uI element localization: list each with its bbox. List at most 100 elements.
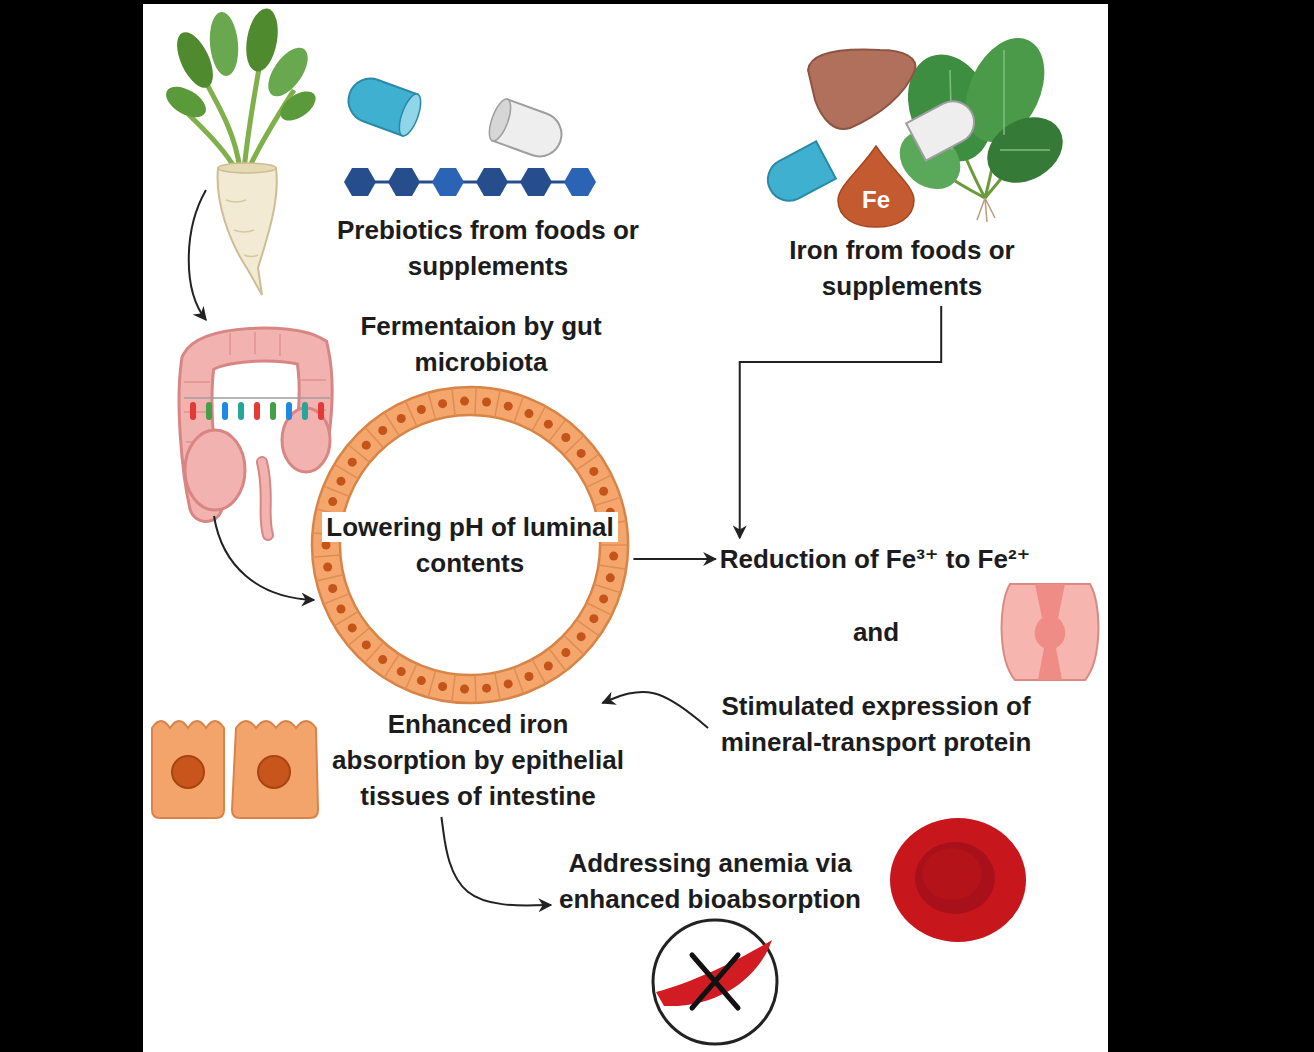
cell-nucleus: [561, 433, 570, 442]
root-vegetable: [188, 114, 236, 170]
cell-wall: [405, 664, 416, 690]
drop-shape: [836, 144, 916, 228]
cell-nucleus: [577, 449, 586, 458]
red-blood-cell: [922, 848, 982, 900]
cell-nucleus: [606, 573, 615, 582]
prebiotic-label: Prebiotics from foods or supplements: [323, 212, 653, 284]
anemia-label: Addressing anemia via enhanced bioabsorp…: [555, 845, 865, 917]
root-vegetable: [226, 200, 258, 257]
colon: [270, 402, 276, 420]
transport-protein-icon: [1002, 584, 1099, 680]
cell-nucleus: [438, 682, 447, 691]
text-wrap: Fe: [836, 182, 916, 218]
cell-wall: [594, 584, 621, 592]
cell-nucleus: [561, 648, 570, 657]
root-vegetable: [218, 163, 276, 173]
cell-wall: [475, 675, 476, 703]
root-vegetable: [161, 6, 321, 295]
text-wrap: Iron from foods or supplements: [780, 232, 1025, 304]
liver: [808, 50, 915, 130]
red-blood-cell: [890, 818, 1026, 942]
ring-lumen: [340, 415, 600, 675]
cell-wall: [323, 486, 349, 496]
colon: [222, 402, 228, 420]
cell-wall: [334, 611, 358, 625]
reduction-label: Reduction of Fe³⁺ to Fe²⁺: [720, 541, 1031, 577]
cell-wall: [312, 555, 340, 557]
cell-nucleus: [460, 397, 469, 406]
cell-nucleus: [589, 467, 598, 476]
cell-nucleus: [589, 614, 598, 623]
colon: [254, 402, 260, 420]
node-text: Iron from foods or supplements: [780, 232, 1025, 304]
colon: [185, 430, 245, 510]
cell-wall: [587, 475, 612, 487]
prebiotic-capsules: [342, 72, 567, 162]
text-wrap: Enhanced iron absorption by epithelial t…: [326, 706, 631, 814]
cell-nucleus: [544, 420, 553, 429]
connector-word: and: [853, 614, 899, 650]
cell-wall: [428, 670, 435, 697]
colon: [190, 402, 196, 420]
cell-nucleus: [397, 667, 406, 676]
cell-nucleus: [397, 414, 406, 423]
node-text: Reduction of Fe³⁺ to Fe²⁺: [720, 541, 1031, 577]
epithelial-cells: [152, 721, 318, 818]
transport-protein-icon: [1035, 584, 1066, 680]
flow-arrow: [189, 190, 206, 320]
text-wrap: Prebiotics from foods or supplements: [323, 212, 653, 284]
oligosaccharide-chain: [476, 168, 508, 196]
cell-wall: [452, 674, 455, 702]
cell-wall: [323, 594, 349, 604]
cell-nucleus: [504, 679, 513, 688]
text-wrap: Stimulated expression of mineral-transpo…: [711, 688, 1041, 760]
cell-nucleus: [417, 405, 426, 414]
spinach: [977, 198, 995, 222]
cell-nucleus: [378, 426, 387, 435]
iron-drop: Fe: [836, 144, 916, 228]
cell-wall: [514, 667, 523, 693]
oligosaccharide-chain: [344, 168, 596, 196]
cell-ring: [310, 385, 630, 705]
colon: [206, 402, 212, 420]
sickle-cell-crossed: [653, 920, 777, 1044]
cell-nucleus: [417, 676, 426, 685]
cell-wall: [405, 401, 416, 427]
sickle-cell-crossed: [692, 955, 738, 1008]
node-text: Stimulated expression of mineral-transpo…: [711, 688, 1041, 760]
cell-wall: [587, 603, 612, 615]
cell-nucleus: [482, 684, 491, 693]
cell-nucleus: [362, 441, 371, 450]
cell-wall: [514, 396, 523, 422]
text-wrap: Fermentaion by gut microbiota: [354, 308, 609, 380]
text-wrap: Addressing anemia via enhanced bioabsorp…: [555, 845, 865, 917]
cell-nucleus: [362, 640, 371, 649]
cell-ring: [312, 387, 628, 703]
iron-capsule: [906, 94, 981, 161]
colon: [262, 462, 268, 535]
node-text: Fermentaion by gut microbiota: [354, 308, 609, 380]
cell-wall: [599, 565, 627, 569]
node-text: Lowering pH of luminal contents: [322, 512, 617, 578]
text-wrap: Reduction of Fe³⁺ to Fe²⁺: [720, 541, 1031, 577]
root-vegetable: [218, 168, 277, 295]
node-text: Fe: [836, 182, 916, 218]
cell-wall: [452, 388, 455, 416]
cell-wall: [532, 659, 545, 684]
node-text: Enhanced iron absorption by epithelial t…: [326, 706, 631, 814]
cell-nucleus: [323, 562, 332, 571]
prebiotic-capsules: [395, 92, 425, 139]
epithelial-cells: [152, 721, 224, 818]
cell-wall: [334, 464, 358, 478]
oligosaccharide-chain: [520, 168, 552, 196]
oligosaccharide-chain: [564, 168, 596, 196]
cell-nucleus: [544, 661, 553, 670]
colon: [262, 462, 268, 535]
cell-nucleus: [577, 632, 586, 641]
cell-nucleus: [348, 623, 357, 632]
node-text: Addressing anemia via enhanced bioabsorp…: [555, 845, 865, 917]
colon: [302, 402, 308, 420]
flow-arrow: [633, 558, 715, 560]
